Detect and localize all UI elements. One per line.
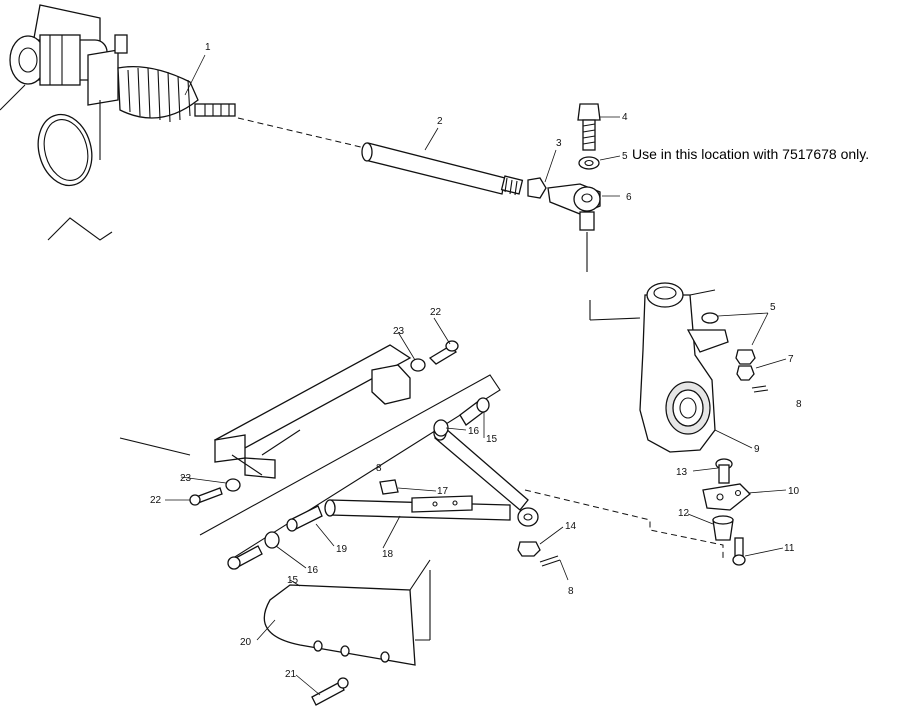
pivot-bolt-15-left — [227, 545, 263, 570]
callout-1: 1 — [205, 42, 211, 53]
seal-ring — [37, 113, 93, 187]
callout-3: 3 — [556, 138, 562, 149]
bolt-22-left — [189, 487, 223, 506]
callout-17: 17 — [437, 486, 449, 497]
frame-bracket — [119, 344, 501, 561]
callout-15-right: 15 — [486, 434, 498, 445]
bolt-22-top — [428, 340, 459, 365]
ball-joint-12 — [712, 515, 734, 541]
callout-11: 11 — [784, 543, 795, 554]
pivot-bolt-15-right — [459, 397, 490, 426]
callout-10: 10 — [788, 486, 800, 497]
ball-joint-plate-10 — [702, 483, 751, 511]
callout-6: 6 — [626, 192, 632, 203]
callout-20: 20 — [240, 637, 252, 648]
cotter-pin-8 — [751, 385, 769, 393]
rack-boot — [117, 65, 236, 123]
callout-22-left: 22 — [150, 495, 162, 506]
callout-23-top: 23 — [393, 326, 405, 337]
tie-rod-end — [547, 183, 601, 272]
callout-23-left: 23 — [180, 473, 192, 484]
rack-centerline — [237, 117, 366, 149]
callout-9: 9 — [754, 444, 760, 455]
nut-14 — [517, 541, 541, 557]
break-line — [47, 217, 113, 241]
callout-13: 13 — [676, 467, 688, 478]
a-arm-guard-20 — [263, 559, 431, 666]
callout-12: 12 — [678, 508, 690, 519]
callout-16-right: 16 — [468, 426, 480, 437]
bolt-13 — [715, 458, 733, 484]
callout-8-right: 8 — [796, 399, 802, 410]
callout-5-right: 5 — [770, 302, 776, 313]
callout-19: 19 — [336, 544, 348, 555]
bushing-16-right — [433, 419, 449, 437]
washer-5-top — [578, 156, 600, 170]
callout-16-left: 16 — [307, 565, 319, 576]
ball-joint-centerline — [524, 489, 724, 560]
washer-5-right — [701, 312, 719, 324]
leader-lines — [165, 54, 787, 696]
nut-7 — [735, 349, 756, 381]
callout-21: 21 — [285, 669, 297, 680]
callout-8-lower: 8 — [568, 586, 574, 597]
callout-5-top: 5 — [622, 151, 628, 162]
callout-22-top: 22 — [430, 307, 442, 318]
tie-rod — [361, 142, 524, 196]
bolt-21 — [311, 677, 349, 706]
location-note: Use in this location with 7517678 only. — [632, 146, 869, 162]
washer-23-left — [225, 478, 241, 492]
callout-4: 4 — [622, 112, 628, 123]
spindle — [589, 282, 729, 453]
bolt-4 — [577, 103, 601, 151]
steering-rack — [0, 4, 128, 160]
callout-18: 18 — [382, 549, 394, 560]
washer-23-top — [410, 358, 426, 372]
callout-8-mid: 8 — [376, 463, 382, 474]
callout-2: 2 — [437, 116, 443, 127]
a-arm-upper — [324, 425, 539, 527]
callout-7: 7 — [788, 354, 794, 365]
bushing-19 — [286, 505, 323, 532]
jam-nut — [527, 177, 547, 199]
callout-15-left: 15 — [287, 575, 299, 586]
bushing-16-left — [264, 531, 280, 549]
callout-14: 14 — [565, 521, 577, 532]
bolt-11 — [732, 537, 746, 566]
cotter-pin-8-lower — [539, 555, 561, 567]
